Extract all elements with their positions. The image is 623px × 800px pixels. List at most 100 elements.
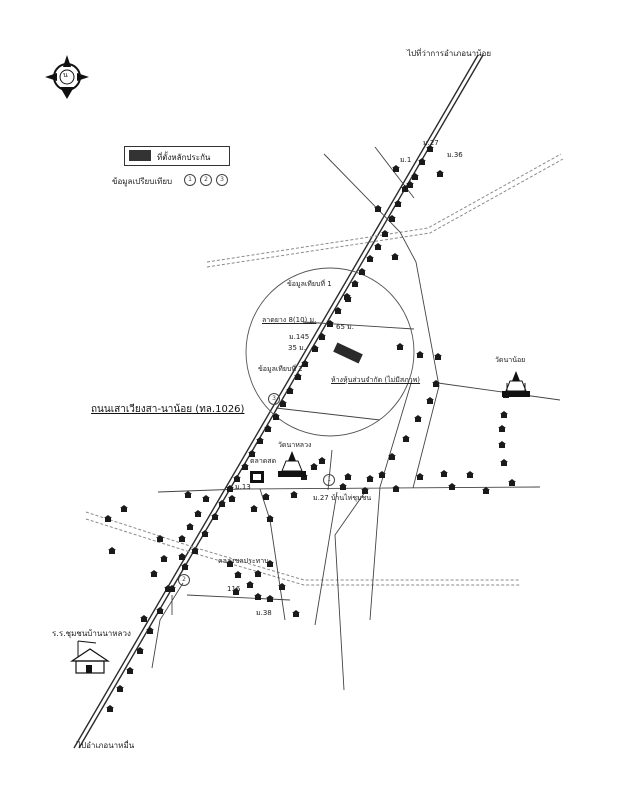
house-roof: [181, 563, 189, 566]
house-roof: [266, 595, 274, 598]
label-moo145: ม.145: [289, 333, 310, 341]
house-roof: [146, 627, 154, 630]
house-marker: [403, 438, 409, 442]
house-marker: [393, 168, 399, 172]
house-roof: [334, 307, 342, 310]
house-roof: [406, 181, 414, 184]
house-marker: [227, 563, 233, 567]
house-roof: [234, 571, 242, 574]
label-moo36: ม.36: [447, 151, 463, 159]
legend-label: ที่ตั้งหลักประกัน: [157, 153, 211, 162]
house-roof: [140, 615, 148, 618]
house-roof: [226, 560, 234, 563]
house-roof: [156, 607, 164, 610]
house-marker: [352, 283, 358, 287]
house-marker: [345, 476, 351, 480]
house-marker: [311, 466, 317, 470]
house-marker: [235, 574, 241, 578]
house-roof: [416, 351, 424, 354]
house-marker: [340, 486, 346, 490]
house-roof: [160, 555, 168, 558]
label-moo27-bottom: ม.27 บ้านไห่ชุมชน: [313, 494, 372, 502]
temple-wat-na-luang-icon: [278, 451, 306, 477]
house-roof: [194, 510, 202, 513]
house-marker: [295, 376, 301, 380]
house-roof: [186, 523, 194, 526]
house-marker: [267, 518, 273, 522]
house-roof: [254, 570, 262, 573]
house-roof: [136, 647, 144, 650]
house-roof: [436, 170, 444, 173]
house-marker: [501, 462, 507, 466]
house-roof: [500, 459, 508, 462]
house-roof: [432, 380, 440, 383]
house-marker: [233, 591, 239, 595]
house-roof: [339, 483, 347, 486]
house-marker: [393, 488, 399, 492]
house-marker: [412, 176, 418, 180]
house-roof: [344, 473, 352, 476]
house-marker: [157, 538, 163, 542]
house-marker: [312, 348, 318, 352]
house-roof: [388, 215, 396, 218]
label-wat-na-luang: วัดนาหลวง: [278, 441, 312, 449]
circle-marker-1: 1: [323, 474, 335, 486]
house-marker: [501, 414, 507, 418]
house-roof: [351, 280, 359, 283]
collateral-parcel: [333, 342, 363, 364]
house-marker: [407, 184, 413, 188]
house-marker: [157, 610, 163, 614]
house-roof: [178, 553, 186, 556]
house-roof: [310, 463, 318, 466]
house-marker: [345, 298, 351, 302]
house-marker: [293, 613, 299, 617]
house-marker: [249, 453, 255, 457]
house-roof: [108, 547, 116, 550]
house-marker: [247, 584, 253, 588]
house-marker: [367, 478, 373, 482]
house-roof: [361, 487, 369, 490]
house-roof: [392, 165, 400, 168]
label-market: ตลาดสด: [250, 457, 277, 465]
house-marker: [182, 566, 188, 570]
house-marker: [179, 556, 185, 560]
lower-dashed-road: [85, 511, 520, 586]
label-to-mueang: ไปอำเภอนาหมื่น: [77, 741, 135, 750]
house-marker: [161, 558, 167, 562]
house-roof: [466, 471, 474, 474]
house-roof: [233, 475, 241, 478]
house-marker: [287, 390, 293, 394]
house-marker: [202, 533, 208, 537]
house-roof: [388, 453, 396, 456]
house-roof: [498, 441, 506, 444]
house-roof: [184, 491, 192, 494]
house-roof: [278, 583, 286, 586]
house-roof: [344, 295, 352, 298]
house-roof: [418, 158, 426, 161]
house-roof: [366, 475, 374, 478]
house-roof: [120, 505, 128, 508]
label-moo116: 116: [227, 585, 241, 593]
north-label: น: [63, 71, 68, 79]
house-roof: [318, 333, 326, 336]
house-marker: [467, 474, 473, 478]
house-marker: [379, 474, 385, 478]
house-roof: [201, 530, 209, 533]
school-icon: [70, 640, 110, 674]
house-roof: [318, 457, 326, 460]
house-marker: [187, 526, 193, 530]
house-roof: [396, 343, 404, 346]
house-marker: [137, 650, 143, 654]
house-roof: [292, 610, 300, 613]
house-roof: [294, 373, 302, 376]
house-roof: [104, 515, 112, 518]
house-roof: [498, 425, 506, 428]
house-marker: [402, 188, 408, 192]
house-marker: [169, 588, 175, 592]
house-marker: [335, 310, 341, 314]
house-marker: [375, 246, 381, 250]
house-marker: [441, 473, 447, 477]
house-markers: [104, 145, 516, 712]
house-roof: [254, 593, 262, 596]
